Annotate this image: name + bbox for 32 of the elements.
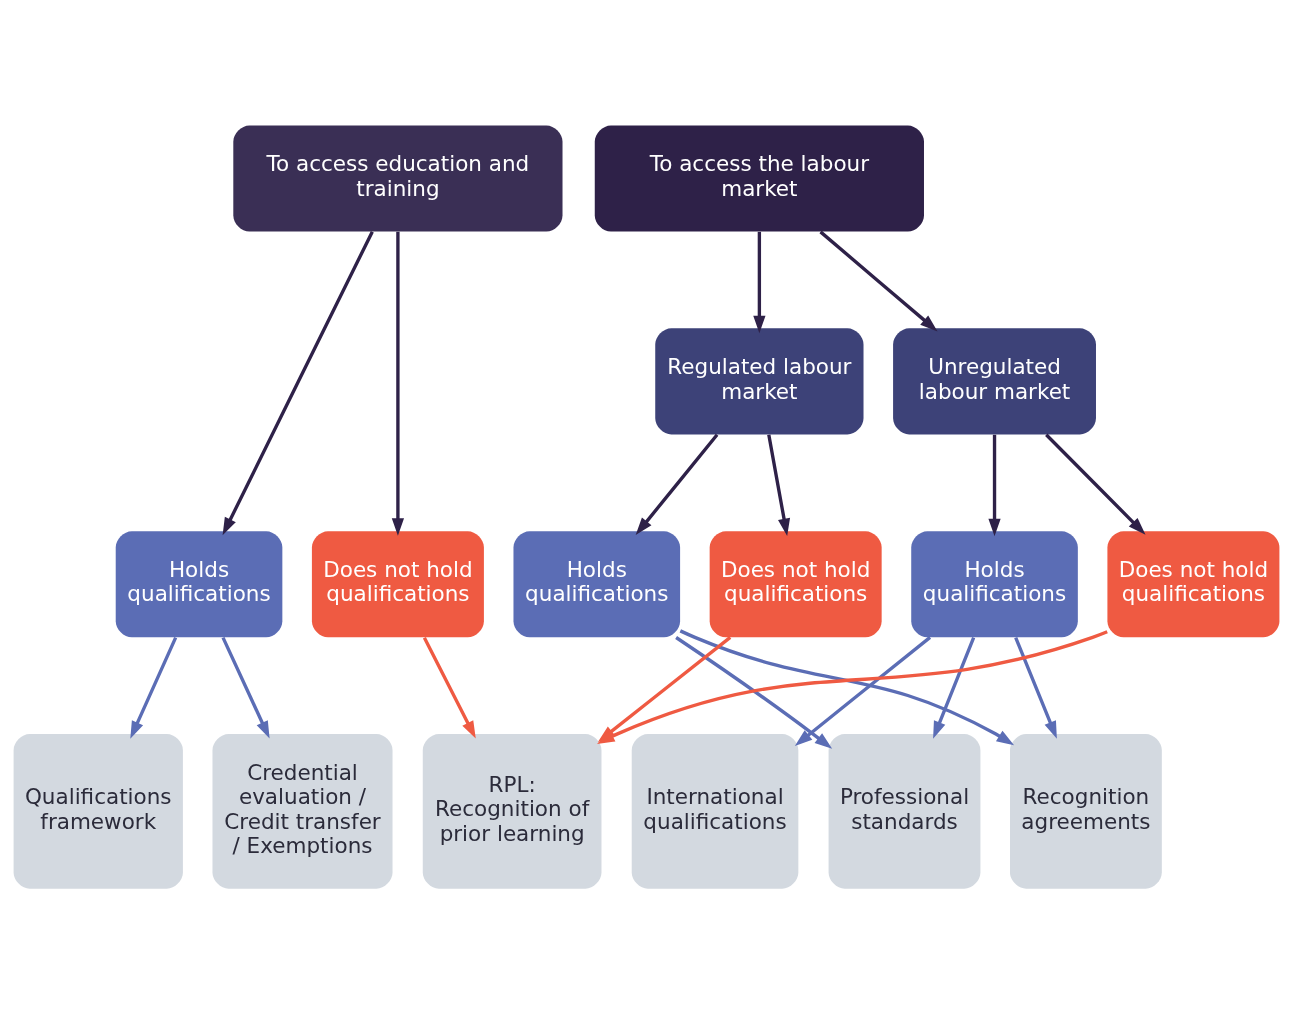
arrow <box>794 636 932 746</box>
arrow <box>635 433 719 536</box>
node-box: Professional standards <box>828 734 981 889</box>
arrow <box>767 434 791 537</box>
node-box: Qualifications framework <box>13 734 183 889</box>
arrow <box>679 629 1015 746</box>
arrow <box>130 636 178 739</box>
node-box: International qualifications <box>631 734 799 889</box>
node-box: Does not hold qualifications <box>1107 531 1280 638</box>
arrow <box>391 231 405 536</box>
arrow <box>222 230 374 536</box>
arrow <box>988 434 1001 537</box>
node-box: To access education and training <box>233 125 563 232</box>
node-box: Holds qualifications <box>115 531 283 638</box>
node-box: RPL: Recognition of prior learning <box>422 734 602 889</box>
node-box: Unregulated labour market <box>893 328 1096 435</box>
arrow <box>422 636 476 739</box>
node-box: Holds qualifications <box>513 531 681 638</box>
node-box: Holds qualifications <box>911 531 1078 638</box>
arrow <box>1014 637 1057 739</box>
node-box: To access the labour market <box>594 125 924 232</box>
node-box: Credential evaluation / Credit transfer / Exemptions <box>212 734 393 889</box>
node-box: Does not hold qualifications <box>311 531 484 638</box>
node-box: Regulated labour market <box>655 328 864 435</box>
arrow <box>753 231 766 334</box>
arrow <box>675 636 833 749</box>
arrow <box>1045 433 1146 535</box>
arrow <box>933 637 976 739</box>
node-box: Recognition agreements <box>1010 734 1162 889</box>
node-box: Does not hold qualifications <box>709 531 882 638</box>
arrow <box>221 636 270 739</box>
arrow <box>819 230 938 332</box>
